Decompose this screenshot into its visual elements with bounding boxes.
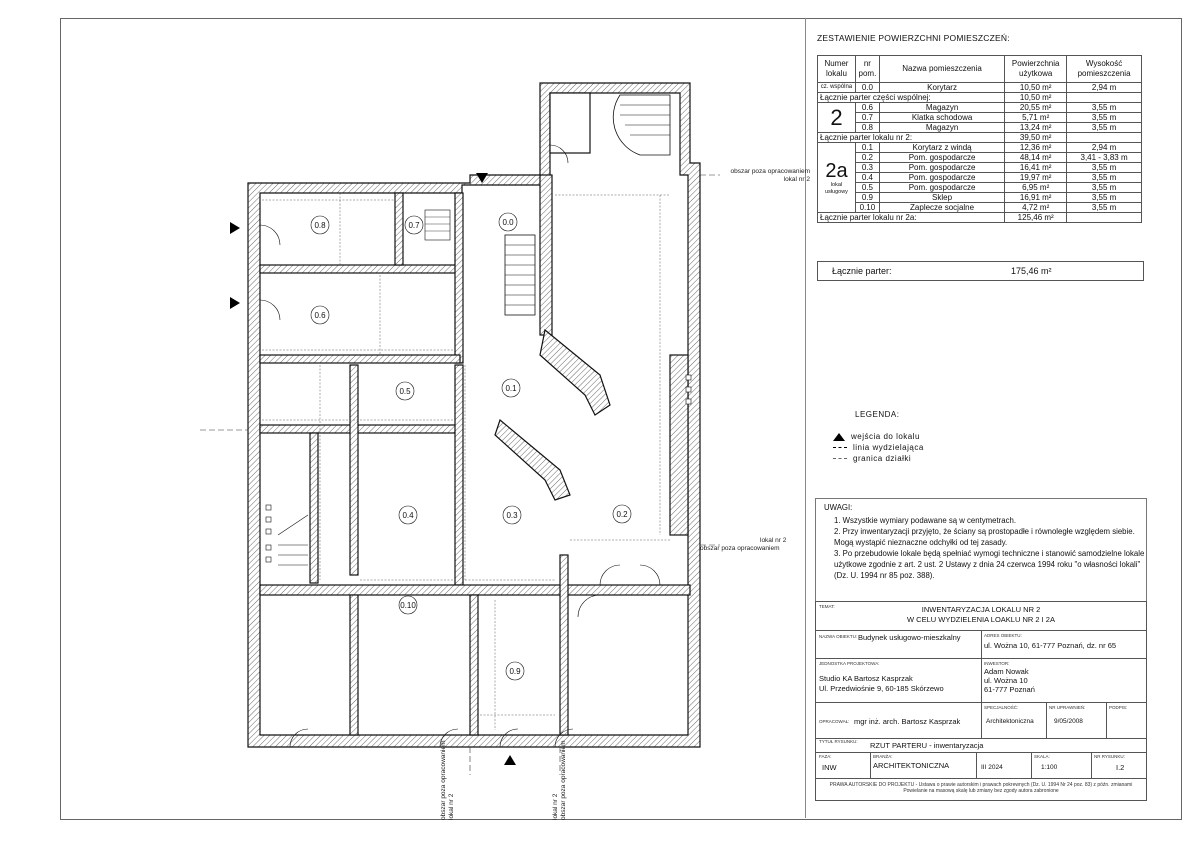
title-block-author-row: OPRACOWAŁ: mgr inż. arch. Bartosz Kasprz… bbox=[816, 702, 1146, 739]
areas-table-title: ZESTAWIENIE POWIERZCHNI POMIESZCZEŃ: bbox=[817, 33, 1010, 43]
design-office-name: Studio KA Bartosz Kasprzak bbox=[819, 674, 913, 683]
room-label-0-1: 0.1 bbox=[505, 384, 517, 393]
title-block-meta-row: FAZA: INW BRANŻA: ARCHITEKTONICZNA III 2… bbox=[816, 752, 1146, 779]
entrance-arrow-icon bbox=[230, 222, 240, 234]
legend-item-plot-boundary: granica działki bbox=[833, 454, 911, 464]
outside-label-bottom-left-text: obszar poza opracowaniem lokal nr 2 bbox=[440, 740, 455, 821]
title-block-parties-row: JEDNOSTKA PROJEKTOWA: Studio KA Bartosz … bbox=[816, 658, 1146, 703]
table-row: 0.8 Magazyn 13,24 m² 3,55 m bbox=[818, 122, 1142, 133]
note-item: Mogą wystąpić nieznaczne odchyłki od tej… bbox=[834, 538, 1008, 547]
scale: 1:100 bbox=[1041, 764, 1058, 771]
areas-table: Numer lokalu nr pom. Nazwa pomieszczenia… bbox=[816, 55, 1142, 223]
author-name: mgr inż. arch. Bartosz Kasprzak bbox=[854, 717, 961, 726]
notes-box: UWAGI: 1. Wszystkie wymiary podawane są … bbox=[815, 498, 1147, 602]
entrance-arrow-icon bbox=[476, 173, 488, 183]
title-block-object-row: NAZWA OBIEKTU: Budynek usługowo-mieszkal… bbox=[816, 630, 1146, 659]
stairs-lower-left bbox=[277, 514, 309, 566]
design-office-address: Ul. Przedwiośnie 9, 60-185 Skórzewo bbox=[819, 684, 944, 693]
table-total-row: Łącznie parter lokalu nr 2a: 125,46 m² bbox=[816, 212, 1142, 223]
header-room-number: nr pom. bbox=[854, 55, 880, 83]
table-row: 0.9 Sklep 16,91 m² 3,55 m bbox=[818, 192, 1142, 203]
drawing-number: I.2 bbox=[1116, 763, 1125, 772]
table-total-row: Łącznie parter lokalu nr 2: 39,50 m² bbox=[816, 132, 1142, 143]
table-row: 0.5 Pom. gospodarcze 6,95 m² 3,55 m bbox=[818, 182, 1142, 193]
title-block-drawing-title-row: TYTUŁ RYSUNKU: RZUT PARTERU - inwentaryz… bbox=[816, 738, 1146, 753]
entrance-arrow-icon bbox=[504, 755, 516, 765]
note-item: 2. Przy inwentaryzacji przyjęto, że ścia… bbox=[834, 527, 1135, 536]
object-name: Budynek usługowo-mieszkalny bbox=[858, 633, 961, 642]
table-row: 0.7 Klatka schodowa 5,71 m² 3,55 m bbox=[818, 112, 1142, 123]
outer-wall bbox=[247, 82, 701, 748]
grand-total-row: Łącznie parter: 175,46 m² bbox=[817, 261, 1144, 281]
room-label-0-5: 0.5 bbox=[399, 387, 411, 396]
object-address: ul. Wożna 10, 61-777 Poznań, dz. nr 65 bbox=[984, 641, 1117, 650]
unit-2-number: 2 bbox=[817, 102, 856, 133]
table-row: cz. wspólna 0.0 Korytarz 10,50 m² 2,94 m bbox=[817, 82, 1142, 93]
table-row: 0.4 Pom. gospodarcze 19,97 m² 3,55 m bbox=[818, 172, 1142, 183]
dash-dot-line-icon bbox=[833, 458, 847, 460]
header-unit-number: Numer lokalu bbox=[817, 55, 856, 83]
table-row: 0.2 Pom. gospodarcze 48,14 m² 3,41 - 3,8… bbox=[818, 152, 1142, 163]
room-label-0-0: 0.0 bbox=[502, 218, 514, 227]
title-block: TEMAT: INWENTARYZACJA LOKALU NR 2 W CELU… bbox=[815, 601, 1147, 801]
table-header-row: Numer lokalu nr pom. Nazwa pomieszczenia… bbox=[817, 55, 1142, 83]
room-label-0-3: 0.3 bbox=[506, 511, 518, 520]
date: III 2024 bbox=[981, 764, 1003, 771]
specialty: Architektoniczna bbox=[986, 718, 1034, 725]
note-item: (Dz. U. 1994 nr 85 poz. 388). bbox=[834, 571, 935, 580]
header-room-name: Nazwa pomieszczenia bbox=[878, 55, 1006, 83]
room-label-0-10: 0.10 bbox=[400, 601, 416, 610]
room-label-0-7: 0.7 bbox=[408, 221, 420, 230]
entrance-arrow-icon bbox=[230, 297, 240, 309]
room-label-0-4: 0.4 bbox=[402, 511, 414, 520]
table-row: 0.3 Pom. gospodarcze 16,41 m² 3,55 m bbox=[818, 162, 1142, 173]
license-number: 9/05/2008 bbox=[1054, 718, 1083, 725]
notes-title: UWAGI: bbox=[824, 503, 853, 512]
phase: INW bbox=[822, 763, 837, 772]
legend-item-entrance: wejścia do lokalu bbox=[833, 432, 920, 442]
room-label-0-9: 0.9 bbox=[509, 667, 521, 676]
title-block-topic-row: TEMAT: INWENTARYZACJA LOKALU NR 2 W CELU… bbox=[816, 602, 1146, 631]
floor-plan: 0.8 0.7 0.0 0.6 0.5 0.1 0.4 0.3 0.2 0.10… bbox=[200, 82, 720, 775]
room-label-0-6: 0.6 bbox=[314, 311, 326, 320]
table-row: 2 0.6 Magazyn 20,55 m² 3,55 m bbox=[817, 102, 1142, 133]
header-height: Wysokość pomieszczenia bbox=[1066, 55, 1142, 83]
room-label-0-8: 0.8 bbox=[314, 221, 326, 230]
stairs-0-0 bbox=[504, 234, 536, 316]
room-label-0-2: 0.2 bbox=[616, 510, 628, 519]
table-row: 0.10 Zaplecze socjalne 4,72 m² 3,55 m bbox=[818, 202, 1142, 213]
dashed-line-icon bbox=[833, 447, 847, 449]
legend-title: LEGENDA: bbox=[855, 410, 900, 419]
topic-line-1: INWENTARYZACJA LOKALU NR 2 bbox=[921, 605, 1041, 614]
header-area: Powierzchnia użytkowa bbox=[1004, 55, 1068, 83]
room-labels: 0.8 0.7 0.0 0.6 0.5 0.1 0.4 0.3 0.2 0.10… bbox=[310, 212, 632, 681]
drawing-title: RZUT PARTERU - inwentaryzacja bbox=[870, 741, 984, 750]
investor-city: 61-777 Poznań bbox=[984, 685, 1035, 694]
note-item: 1. Wszystkie wymiary podawane są w centy… bbox=[834, 516, 1016, 525]
copyright-note: PRAWA AUTORSKIE DO PROJEKTU - Ustawa o p… bbox=[829, 782, 1133, 794]
table-total-row: Łącznie parter części wspólnej: 10,50 m² bbox=[816, 92, 1142, 103]
outside-label-mid: lokal nr 2 obszar poza opracowaniem bbox=[700, 537, 787, 552]
legend-item-dividing-line: linia wydzielająca bbox=[833, 443, 924, 453]
note-item: 3. Po przebudowie lokale będą spełniać w… bbox=[834, 549, 1145, 558]
discipline: ARCHITEKTONICZNA bbox=[873, 761, 950, 770]
stairs-0-7 bbox=[424, 209, 451, 241]
triangle-icon bbox=[833, 432, 845, 441]
drawing-sheet-border bbox=[60, 18, 1182, 820]
outside-label-top: obszar poza opracowaniem lokal nr 2 bbox=[730, 168, 811, 183]
investor-name: Adam Nowak bbox=[984, 667, 1029, 676]
spiral-stair bbox=[612, 94, 671, 156]
topic-line-2: W CELU WYDZIELENIA LOAKLU NR 2 I 2A bbox=[907, 615, 1055, 624]
sheet-divider bbox=[805, 18, 806, 818]
investor-street: ul. Wożna 10 bbox=[984, 676, 1028, 685]
stair-block-top bbox=[549, 92, 591, 154]
outside-label-bottom-right-text: lokal nr 2 obszar poza opracowaniem bbox=[552, 740, 567, 821]
note-item: użytkowe zgodnie z art. 2 ust. 2 Ustawy … bbox=[834, 560, 1141, 569]
